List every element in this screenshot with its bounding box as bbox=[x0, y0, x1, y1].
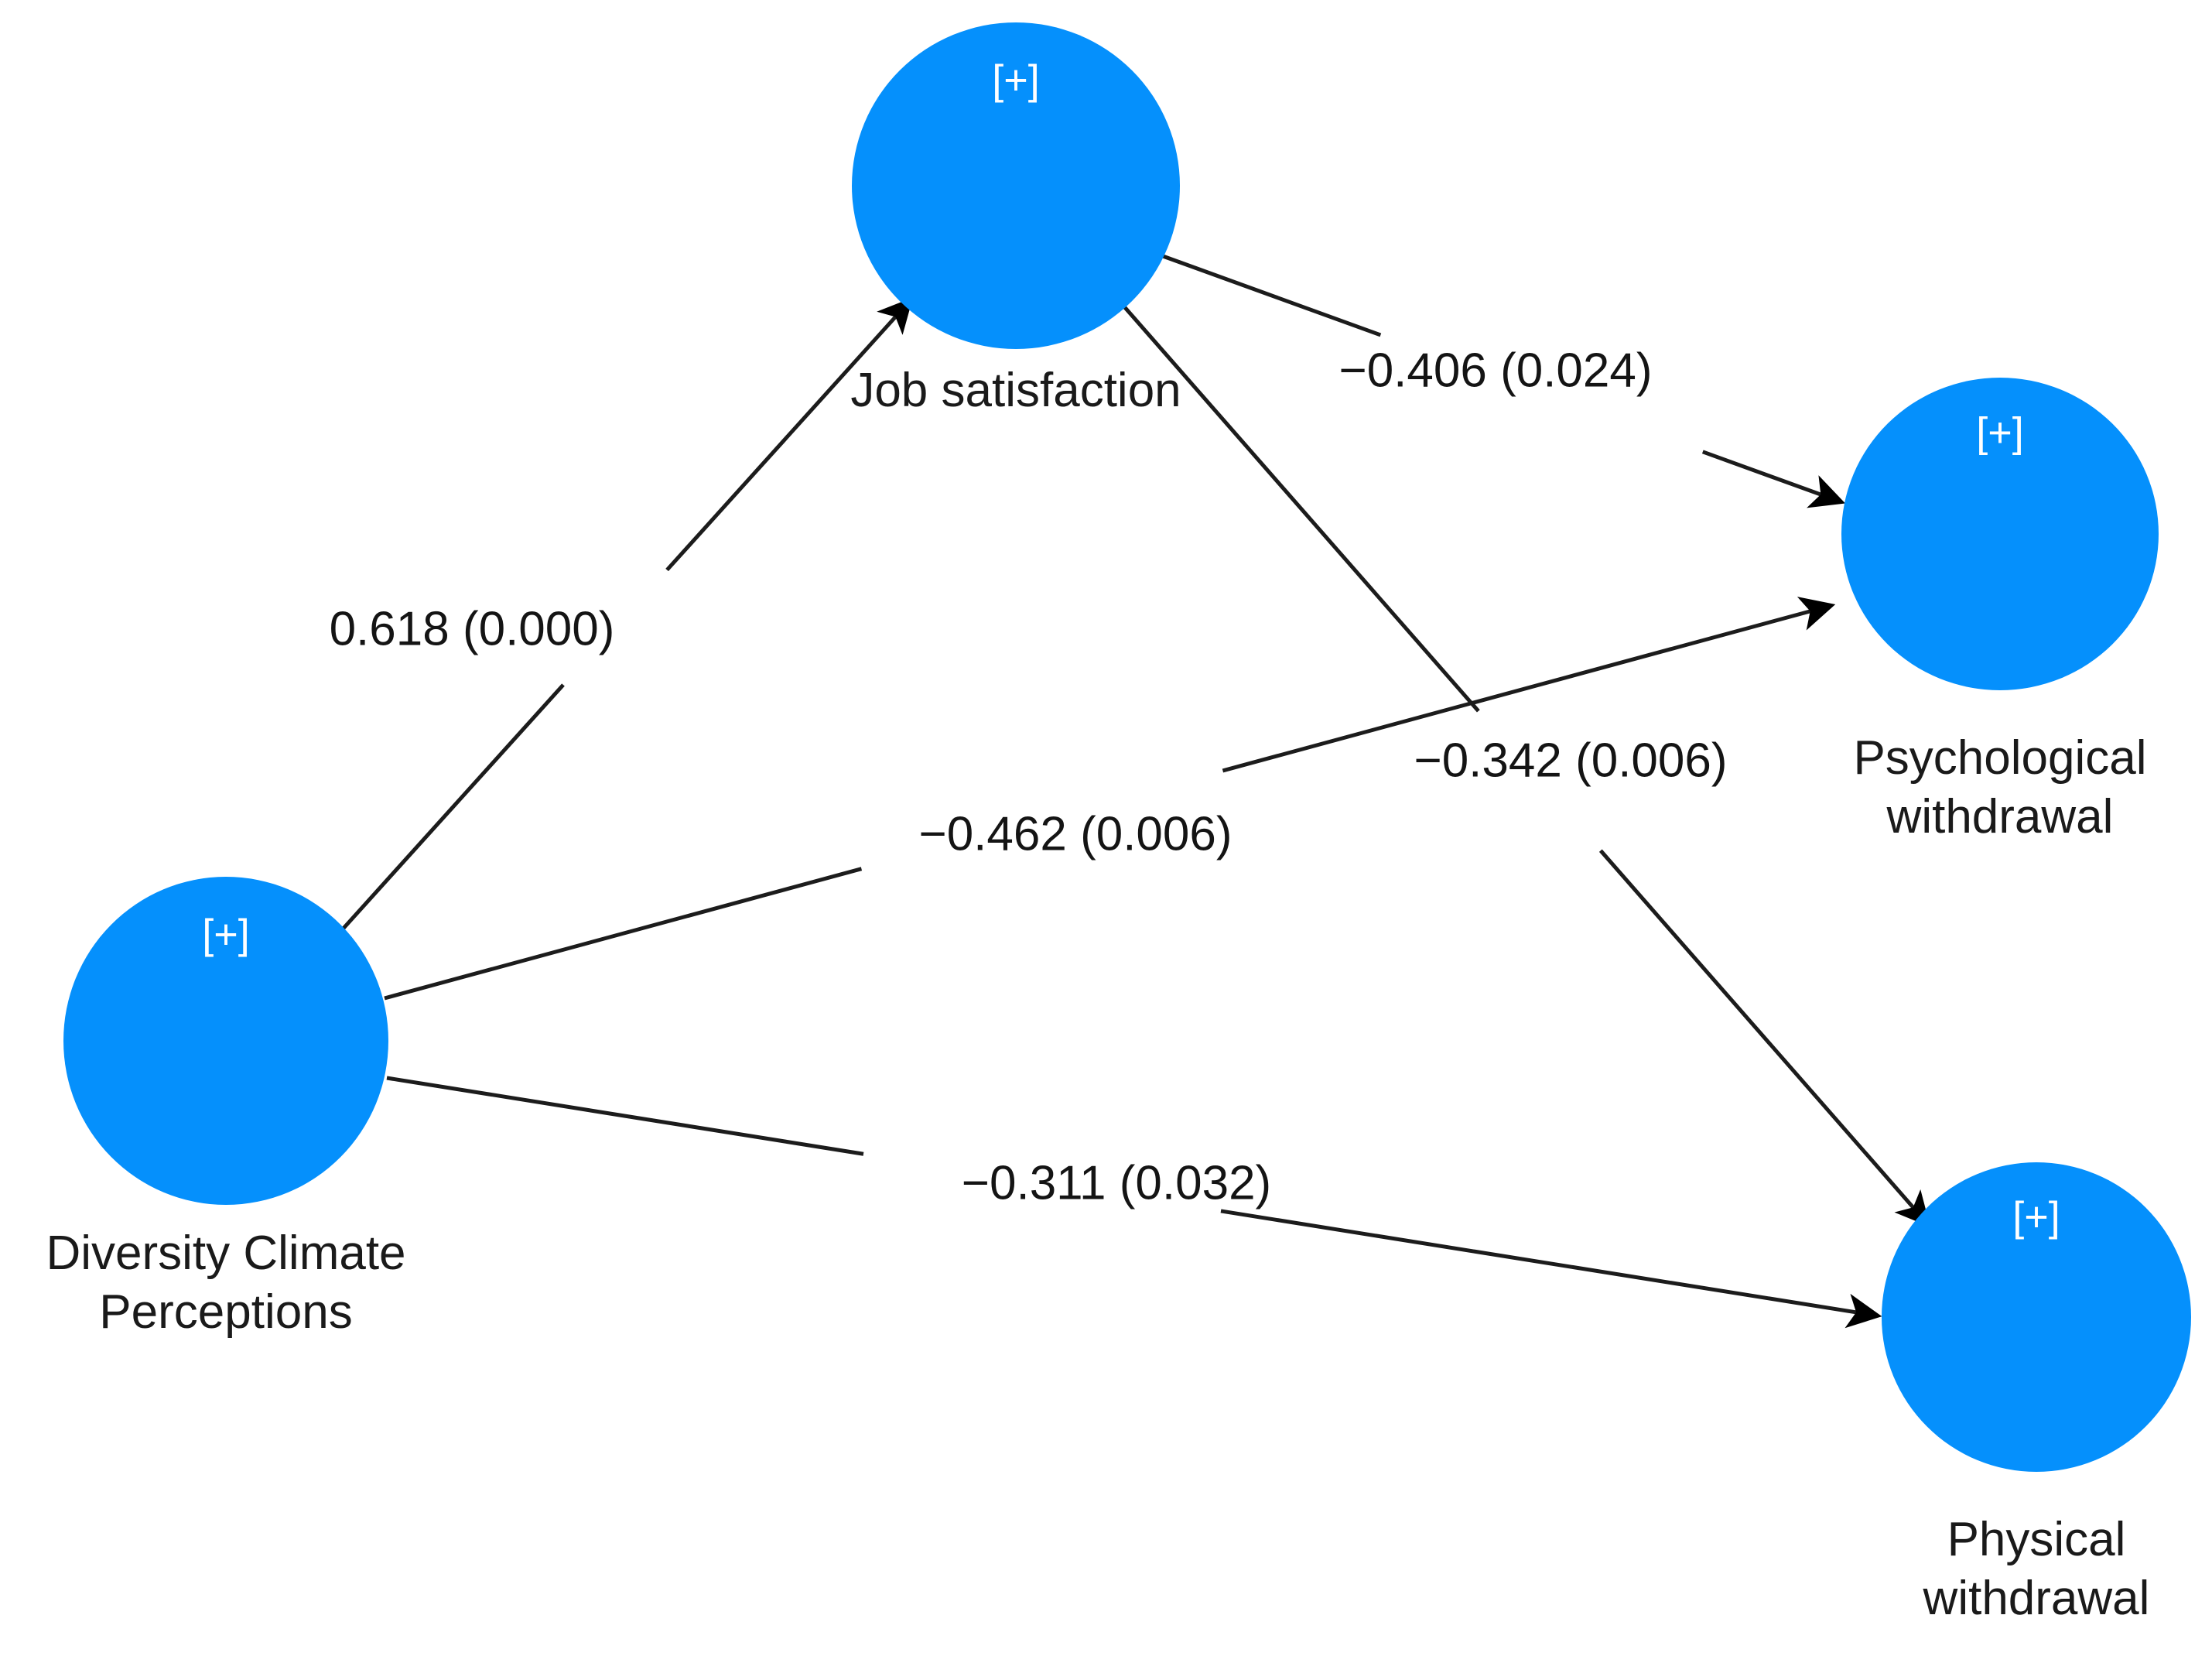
node-label-line: Physical bbox=[1947, 1513, 2126, 1566]
node-label-line: withdrawal bbox=[1886, 790, 2114, 843]
node-circle-job_satisfaction[interactable] bbox=[852, 22, 1180, 349]
edge-segment-tail-dcp_to_psych bbox=[384, 867, 863, 1001]
node-circle-physical_withdrawal[interactable] bbox=[1882, 1162, 2191, 1472]
node-expand-badge-physical_withdrawal[interactable]: [+] bbox=[2012, 1193, 2060, 1240]
node-expand-badge-diversity_climate_perceptions[interactable]: [+] bbox=[202, 912, 250, 958]
edges-layer bbox=[331, 251, 1930, 1329]
edge-dcp_to_psych bbox=[384, 597, 1836, 1001]
node-label-physical_withdrawal: Physical withdrawal bbox=[1923, 1513, 2150, 1625]
node-label-job_satisfaction: Job satisfaction bbox=[850, 364, 1181, 417]
node-circle-psychological_withdrawal[interactable] bbox=[1841, 378, 2159, 690]
edge-label-dcp_to_psych: −0.462 (0.006) bbox=[918, 807, 1232, 861]
edge-segment-head-dcp_to_psych bbox=[1222, 597, 1836, 773]
node-expand-badge-psychological_withdrawal[interactable]: [+] bbox=[1976, 409, 2024, 456]
edge-label-js_to_psych: −0.406 (0.024) bbox=[1338, 344, 1652, 397]
edge-label-dcp_to_phys: −0.311 (0.032) bbox=[962, 1156, 1271, 1210]
edge-segment-tail-dcp_to_js bbox=[331, 683, 565, 942]
node-label-line: withdrawal bbox=[1923, 1572, 2150, 1625]
edge-dcp_to_js bbox=[331, 297, 914, 942]
edge-segment-tail-js_to_phys bbox=[1110, 291, 1480, 713]
node-label-line: Diversity Climate bbox=[46, 1227, 405, 1280]
edge-js_to_psych bbox=[1154, 251, 1846, 508]
node-label-line: Perceptions bbox=[99, 1285, 352, 1339]
node-label-line: Psychological bbox=[1853, 731, 2146, 785]
edge-dcp_to_phys bbox=[386, 1076, 1882, 1329]
edge-label-js_to_phys: −0.342 (0.006) bbox=[1414, 734, 1727, 787]
edge-segment-tail-dcp_to_phys bbox=[386, 1076, 864, 1156]
edge-js_to_phys bbox=[1110, 291, 1930, 1227]
node-job_satisfaction[interactable]: [+] Job satisfaction bbox=[850, 22, 1181, 417]
node-label-line: Job satisfaction bbox=[850, 364, 1181, 417]
edge-label-dcp_to_js: 0.618 (0.000) bbox=[330, 602, 615, 655]
edge-segment-tail-js_to_psych bbox=[1154, 251, 1382, 337]
node-circle-diversity_climate_perceptions[interactable] bbox=[63, 877, 388, 1205]
edge-labels-layer: 0.618 (0.000) −0.406 (0.024) −0.342 (0.006… bbox=[330, 344, 1728, 1210]
edge-segment-head-js_to_psych bbox=[1701, 450, 1846, 508]
node-physical_withdrawal[interactable]: [+] Physical withdrawal bbox=[1882, 1162, 2191, 1625]
edge-segment-head-dcp_to_js bbox=[665, 297, 914, 572]
node-expand-badge-job_satisfaction[interactable]: [+] bbox=[992, 56, 1040, 103]
edge-segment-head-js_to_phys bbox=[1598, 849, 1930, 1227]
edge-segment-head-dcp_to_phys bbox=[1220, 1209, 1882, 1329]
